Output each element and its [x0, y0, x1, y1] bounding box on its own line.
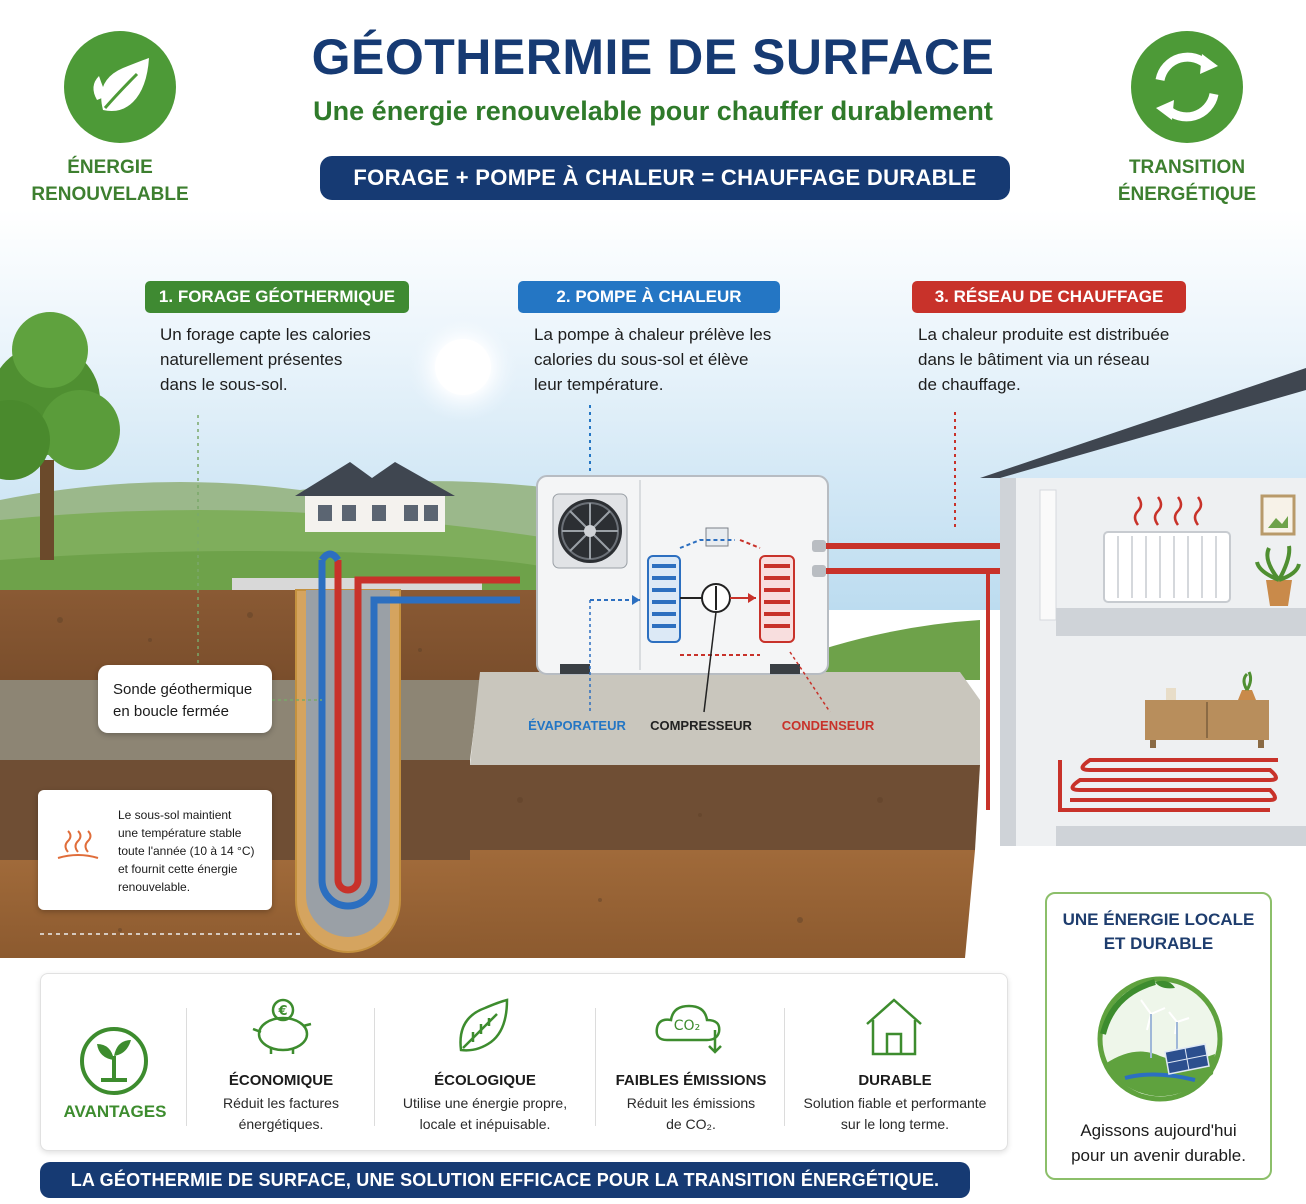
divider: [374, 1008, 375, 1126]
step-1-line: dans le sous-sol.: [160, 375, 288, 394]
advantage-title: DURABLE: [858, 1072, 932, 1089]
local-title-line: ET DURABLE: [1103, 934, 1214, 953]
local-energy-title: UNE ÉNERGIE LOCALE ET DURABLE: [1047, 908, 1270, 956]
step-3-line: dans le bâtiment via un réseau: [918, 350, 1150, 369]
step-1-line: naturellement présentes: [160, 350, 343, 369]
leaf-icon: [64, 31, 176, 143]
subsoil-text-line: et fournit cette énergie: [118, 862, 238, 876]
recycle-icon: [1131, 31, 1243, 143]
house-illustration: [295, 462, 455, 532]
local-text-line: pour un avenir durable.: [1071, 1146, 1246, 1165]
condenser-coil: [759, 555, 795, 643]
badge-transition: TRANSITION ÉNERGÉTIQUE: [1087, 154, 1287, 208]
wind-solar-icon: [1097, 976, 1223, 1102]
advantage-description: Solution fiable et performante sur le lo…: [793, 1093, 997, 1135]
advantage-title: ÉCOLOGIQUE: [434, 1072, 536, 1089]
subsoil-text-line: Le sous-sol maintient: [118, 808, 232, 822]
condenser-label: CONDENSEUR: [781, 718, 875, 733]
local-energy-text: Agissons aujourd'hui pour un avenir dura…: [1047, 1118, 1270, 1168]
advantage-line: Réduit les émissions: [626, 1095, 756, 1111]
co2-icon: CO₂: [655, 1004, 722, 1054]
subsoil-text-line: une température stable: [118, 826, 242, 840]
divider: [784, 1008, 785, 1126]
step-2-line: La pompe à chaleur prélève les: [534, 325, 772, 344]
page-title: GÉOTHERMIE DE SURFACE: [311, 29, 995, 85]
step-2-line: calories du sous-sol et élève: [534, 350, 749, 369]
badge-renewable: ÉNERGIE RENOUVELABLE: [10, 154, 210, 208]
advantage-line: Solution fiable et performante: [803, 1095, 987, 1111]
footer-banner: LA GÉOTHERMIE DE SURFACE, UNE SOLUTION E…: [40, 1162, 970, 1198]
advantage-description: Utilise une énergie propre, locale et in…: [385, 1093, 585, 1135]
step-3-title: 3. RÉSEAU DE CHAUFFAGE: [912, 281, 1186, 313]
evaporator-coil: [647, 555, 681, 643]
advantage-line: sur le long terme.: [840, 1116, 950, 1132]
piggy-bank-icon: €: [252, 998, 312, 1054]
probe-label-line: Sonde géothermique: [113, 681, 253, 698]
step-2-description: La pompe à chaleur prélève les calories …: [534, 322, 834, 397]
subsoil-callout: Le sous-sol maintient une température st…: [38, 790, 272, 910]
probe-label-line: en boucle fermée: [113, 703, 229, 720]
fan-icon: [552, 493, 628, 569]
svg-text:CO₂: CO₂: [674, 1018, 700, 1034]
badge-transition-line1: TRANSITION: [1128, 157, 1246, 178]
heat-icon: [57, 830, 99, 859]
local-text-line: Agissons aujourd'hui: [1080, 1121, 1237, 1140]
step-1-line: Un forage capte les calories: [160, 325, 371, 344]
advantage-title: FAIBLES ÉMISSIONS: [615, 1072, 767, 1089]
local-energy-panel: UNE ÉNERGIE LOCALE ET DURABLE: [1045, 892, 1272, 1180]
subsoil-text-line: renouvelable.: [118, 880, 191, 894]
advantage-description: Réduit les factures énergétiques.: [201, 1093, 361, 1135]
advantage-line: de CO₂.: [666, 1116, 716, 1132]
page-subtitle: Une énergie renouvelable pour chauffer d…: [313, 96, 993, 126]
step-3-line: La chaleur produite est distribuée: [918, 325, 1170, 344]
advantage-description: Réduit les émissions de CO₂.: [606, 1093, 776, 1135]
badge-renewable-line2: RENOUVELABLE: [31, 184, 189, 205]
step-2-title: 2. POMPE À CHALEUR: [518, 281, 780, 313]
svg-text:€: €: [277, 1004, 287, 1019]
advantage-title: ÉCONOMIQUE: [228, 1072, 334, 1089]
step-1-title: 1. FORAGE GÉOTHERMIQUE: [145, 281, 409, 313]
local-title-line: UNE ÉNERGIE LOCALE: [1062, 910, 1255, 929]
advantage-line: Utilise une énergie propre,: [402, 1095, 568, 1111]
divider: [186, 1008, 187, 1126]
equation-banner: FORAGE + POMPE À CHALEUR = CHAUFFAGE DUR…: [320, 156, 1010, 200]
badge-renewable-line1: ÉNERGIE: [67, 157, 153, 178]
evaporator-label: ÉVAPORATEUR: [528, 718, 626, 733]
badge-transition-line2: ÉNERGÉTIQUE: [1117, 184, 1257, 205]
step-3-line: de chauffage.: [918, 375, 1021, 394]
advantages-panel: AVANTAGES € ÉCONOMIQUE Réduit les factur…: [40, 973, 1008, 1151]
advantage-line: locale et inépuisable.: [419, 1116, 551, 1132]
subsoil-text-line: toute l'année (10 à 14 °C): [118, 844, 255, 858]
compressor-label: COMPRESSEUR: [650, 718, 752, 733]
sprout-icon: [80, 1027, 148, 1095]
advantages-heading: AVANTAGES: [63, 1102, 167, 1121]
probe-callout: Sonde géothermique en boucle fermée: [98, 665, 272, 733]
leaf-outline-icon: [459, 998, 509, 1052]
building-cross-section: [980, 368, 1306, 846]
step-1-description: Un forage capte les calories naturelleme…: [160, 322, 460, 397]
tree-illustration: [0, 312, 120, 560]
step-3-description: La chaleur produite est distribuée dans …: [918, 322, 1238, 397]
advantage-line: Réduit les factures: [223, 1095, 339, 1111]
step-2-line: leur température.: [534, 375, 664, 394]
house-icon: [866, 998, 922, 1056]
advantage-line: énergétiques.: [238, 1116, 324, 1132]
divider: [595, 1008, 596, 1126]
